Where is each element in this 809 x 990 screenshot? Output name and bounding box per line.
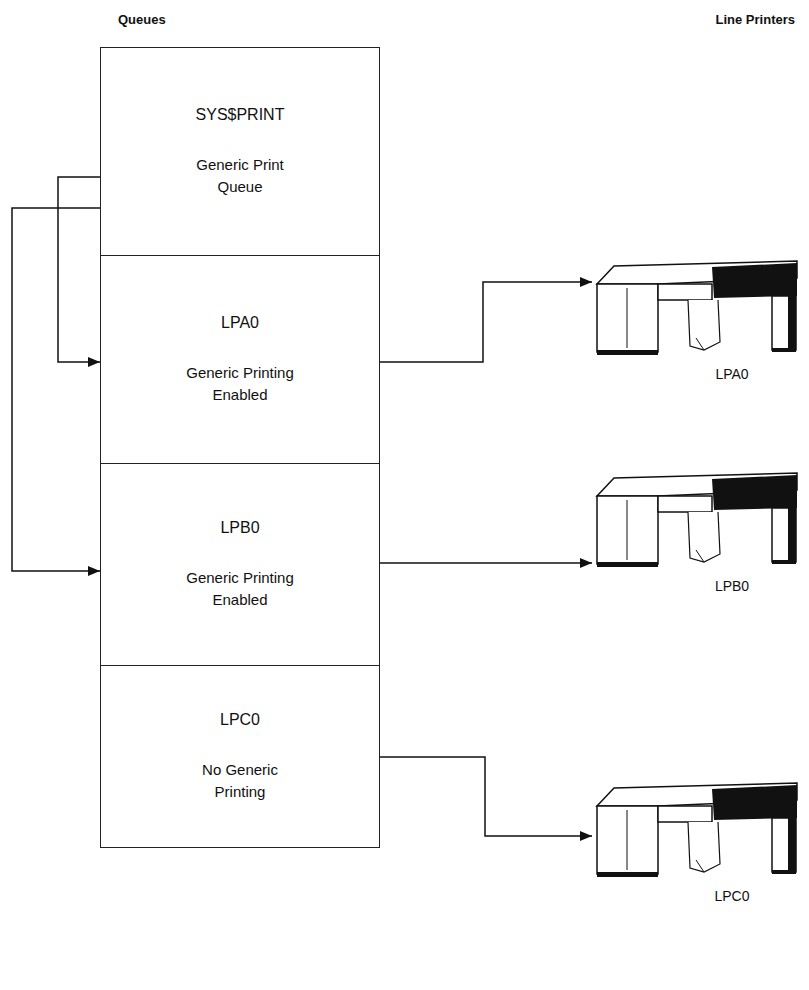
printer-illustration (592, 470, 802, 570)
queue-connector (58, 177, 100, 362)
queue-box: SYS$PRINT Generic Print Queue (100, 47, 380, 257)
queue-box: LPB0Generic Printing Enabled (100, 463, 380, 667)
queue-connector (380, 562, 592, 564)
queue-connector (12, 208, 100, 571)
queue-description: No Generic Printing (176, 759, 304, 803)
queue-description: Generic Print Queue (176, 154, 304, 198)
line-printer: LPA0 (592, 258, 802, 382)
queue-connector (380, 757, 592, 836)
printer-name: LPC0 (592, 880, 802, 904)
printer-illustration (592, 780, 802, 880)
queue-connector (380, 282, 592, 362)
line-printer: LPC0 (592, 780, 802, 904)
line-printer: LPB0 (592, 470, 802, 594)
printer-name: LPB0 (592, 570, 802, 594)
queue-box: LPA0Generic Printing Enabled (100, 255, 380, 465)
column-heading: Line Printers (716, 12, 795, 27)
queue-description: Generic Printing Enabled (176, 567, 304, 611)
queue-box: LPC0 No Generic Printing (100, 665, 380, 848)
printer-illustration (592, 258, 802, 358)
printer-name: LPA0 (592, 358, 802, 382)
queue-description: Generic Printing Enabled (176, 362, 304, 406)
column-heading: Queues (118, 12, 166, 27)
queue-name: LPB0 (220, 519, 259, 537)
queue-name: LPC0 (220, 711, 260, 729)
queue-name: SYS$PRINT (196, 106, 285, 124)
queue-name: LPA0 (221, 314, 259, 332)
